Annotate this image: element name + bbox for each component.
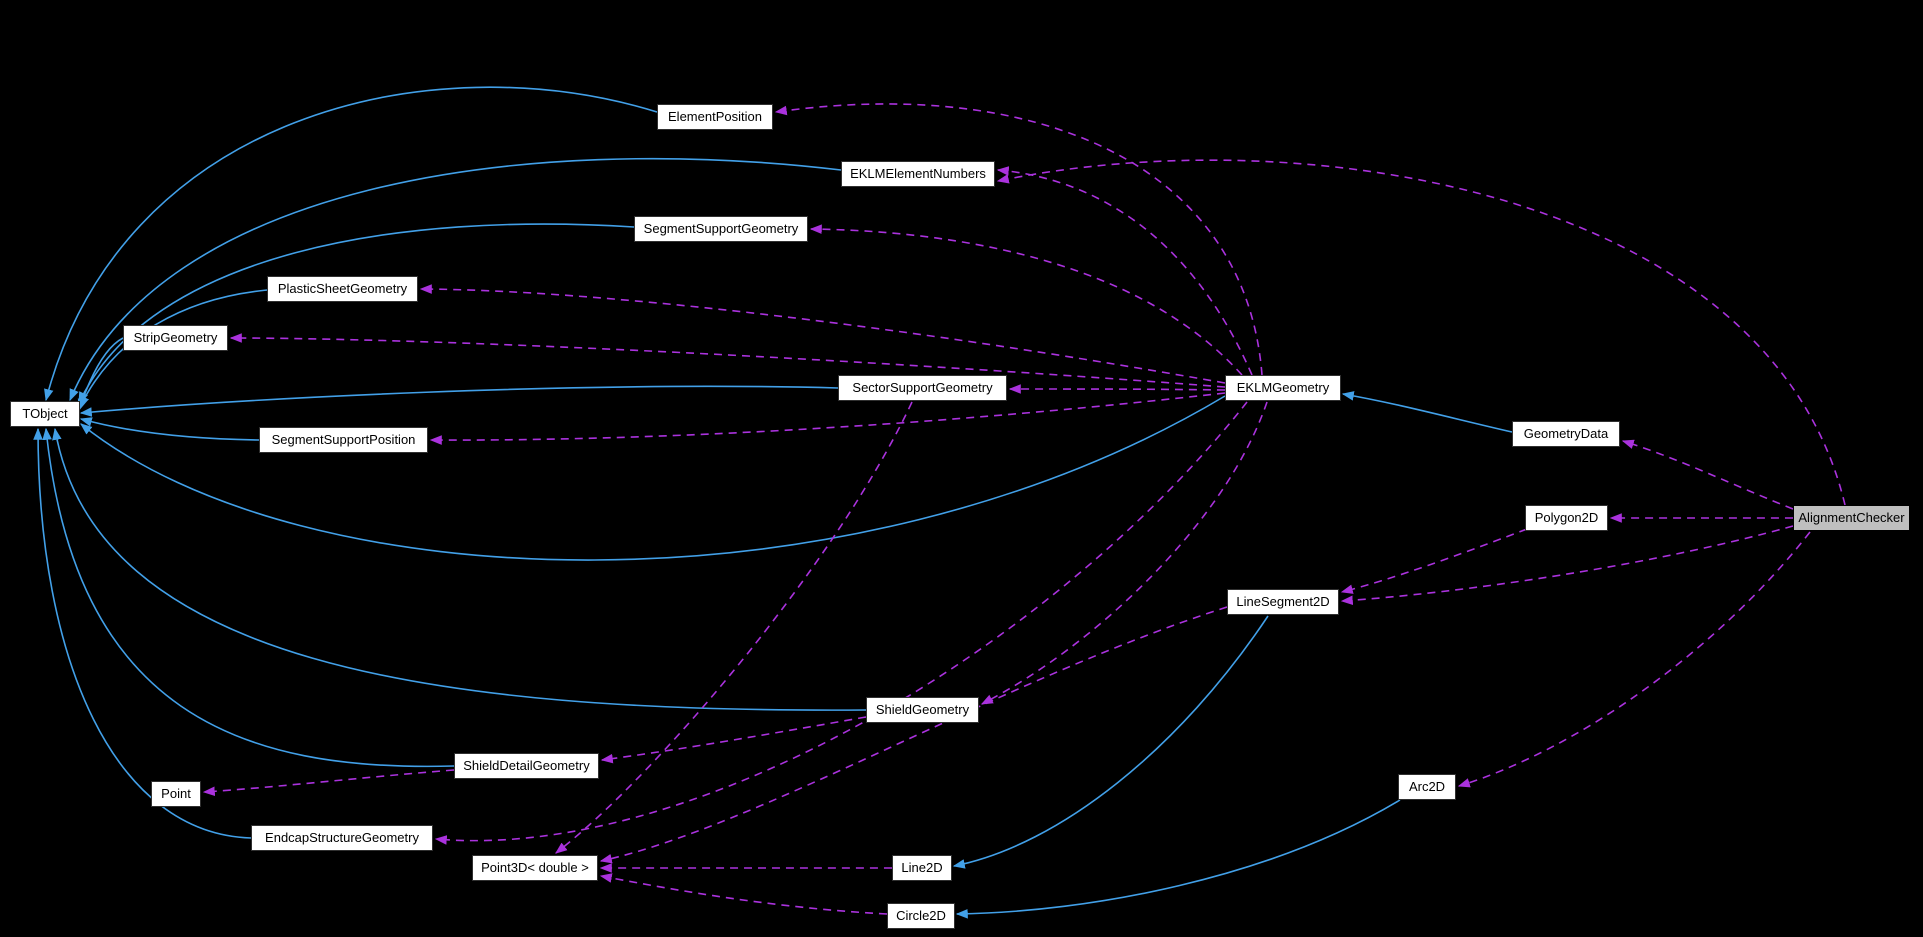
node-tobject[interactable]: TObject — [10, 401, 80, 427]
node-sector-support-geometry[interactable]: SectorSupportGeometry — [838, 375, 1007, 401]
edge-geometrydata-eklmgeometry — [1341, 391, 1513, 433]
node-alignment-checker[interactable]: AlignmentChecker — [1793, 505, 1910, 531]
node-geometry-data[interactable]: GeometryData — [1512, 421, 1620, 447]
edge-segmentsupportposition-tobject — [79, 417, 260, 441]
edge-plasticsheetgeometry-tobject — [79, 289, 268, 409]
edge-polygon2d-linesegment2d — [1340, 528, 1528, 594]
edge-linesegment2d-line2d — [952, 615, 1269, 869]
edge-sectorsupportgeometry-tobject — [79, 385, 839, 417]
edge-shieldgeometry-tobject — [52, 427, 867, 711]
node-strip-geometry[interactable]: StripGeometry — [123, 325, 228, 351]
edge-eklmgeometry-eklmelementnumbers — [996, 166, 1253, 376]
node-endcap-structure-geometry[interactable]: EndcapStructureGeometry — [251, 825, 433, 851]
edge-eklmgeometry-stripgeometry — [229, 333, 1226, 388]
node-point3d-double[interactable]: Point3D< double > — [472, 855, 598, 881]
edge-eklmgeometry-plasticsheetgeometry — [419, 284, 1226, 384]
edge-stripgeometry-tobject — [77, 337, 124, 412]
node-line-segment2d[interactable]: LineSegment2D — [1227, 589, 1339, 615]
edge-alignmentchecker-eklmelementnumbers — [996, 159, 1846, 506]
edge-alignmentchecker-geometrydata — [1621, 439, 1794, 510]
edge-eklmgeometry-segmentsupportgeometry — [809, 224, 1243, 376]
edge-arc2d-circle2d — [955, 799, 1401, 919]
edge-alignmentchecker-linesegment2d — [1340, 525, 1794, 606]
edge-alignmentchecker-arc2d — [1457, 531, 1811, 788]
edge-sectorsupportgeometry-point3d — [555, 401, 913, 854]
edge-shieldgeometry-shielddetailgeometry — [600, 716, 867, 764]
edge-eklmgeometry-tobject — [80, 395, 1226, 561]
node-segment-support-geometry[interactable]: SegmentSupportGeometry — [634, 216, 808, 242]
node-circle2d[interactable]: Circle2D — [887, 903, 955, 929]
node-shield-detail-geometry[interactable]: ShieldDetailGeometry — [454, 753, 599, 779]
node-arc2d[interactable]: Arc2D — [1398, 774, 1456, 800]
node-segment-support-position[interactable]: SegmentSupportPosition — [259, 427, 428, 453]
edge-eklmgeometry-shieldgeometry — [980, 401, 1268, 705]
node-line2d[interactable]: Line2D — [892, 855, 952, 881]
edge-segmentsupportgeometry-tobject — [78, 223, 635, 405]
node-shield-geometry[interactable]: ShieldGeometry — [866, 697, 979, 723]
edge-endcapstructuregeometry-tobject — [33, 427, 252, 839]
node-eklm-geometry[interactable]: EKLMGeometry — [1225, 375, 1341, 401]
edge-linesegment2d-point3d — [599, 606, 1228, 864]
edge-elementposition-tobject — [44, 86, 658, 402]
node-point[interactable]: Point — [151, 781, 201, 807]
edge-eklmelementnumbers-tobject — [69, 157, 842, 402]
edge-circle2d-point3d — [599, 873, 888, 915]
node-element-position[interactable]: ElementPosition — [657, 104, 773, 130]
edge-shielddetailgeometry-tobject — [42, 427, 455, 768]
edge-eklmgeometry-elementposition — [774, 103, 1263, 376]
edge-eklmgeometry-segmentsupportposition — [429, 392, 1226, 445]
node-eklm-element-numbers[interactable]: EKLMElementNumbers — [841, 161, 995, 187]
node-plastic-sheet-geometry[interactable]: PlasticSheetGeometry — [267, 276, 418, 302]
edge-eklmgeometry-sectorsupportgeometry — [1008, 384, 1226, 394]
edge-shielddetailgeometry-point — [202, 769, 455, 797]
node-polygon2d[interactable]: Polygon2D — [1525, 505, 1608, 531]
